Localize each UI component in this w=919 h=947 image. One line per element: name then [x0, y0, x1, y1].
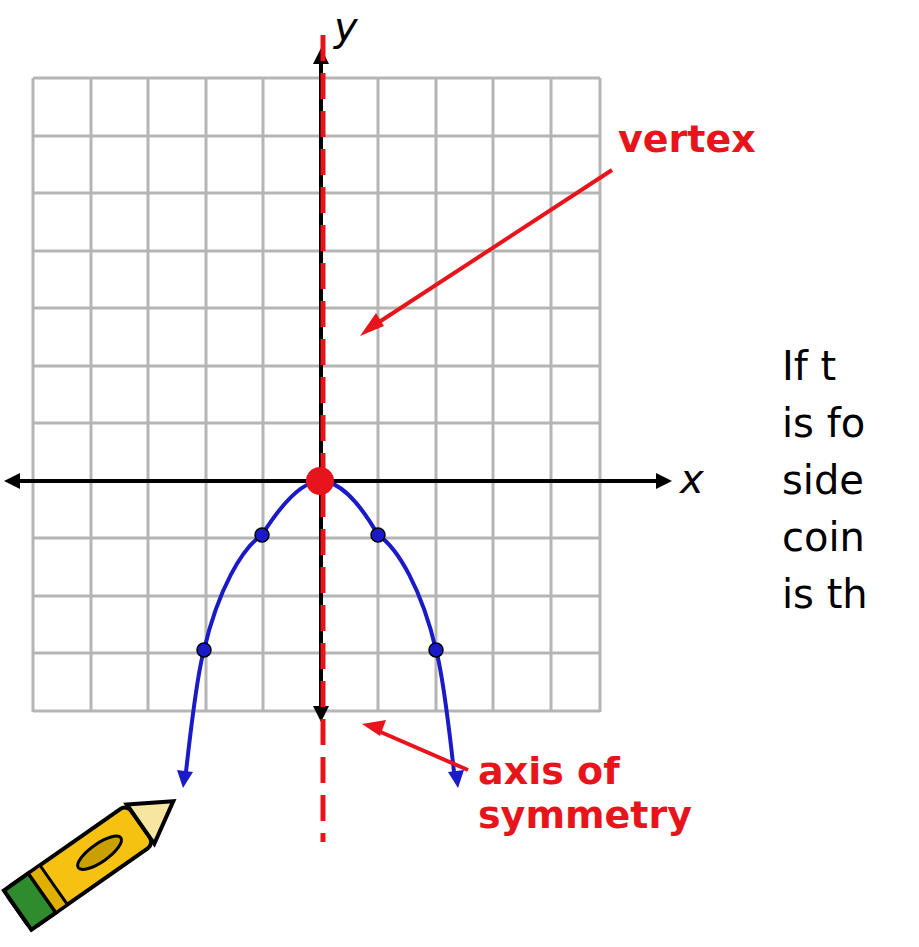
pencil-clipart — [4, 782, 187, 930]
leader-arrowhead — [360, 313, 384, 336]
leader-arrowhead — [362, 720, 386, 736]
leader-line — [370, 170, 612, 328]
callout-label: axis of symmetry — [478, 750, 698, 837]
axis-label: x — [680, 456, 704, 502]
grid — [33, 78, 600, 712]
curve-arrowhead — [177, 770, 193, 788]
axis-label: y — [334, 4, 358, 50]
vertex-dot — [306, 467, 334, 495]
leader-line — [376, 730, 468, 770]
axes — [4, 48, 672, 722]
curve-arrowhead — [448, 770, 464, 788]
parabola-curve — [186, 481, 454, 772]
plotted-points — [197, 528, 443, 657]
note-text: If t is fo side coin is th — [782, 338, 874, 623]
axis-of-symmetry-line — [321, 35, 326, 842]
callout-label: vertex — [618, 118, 756, 162]
